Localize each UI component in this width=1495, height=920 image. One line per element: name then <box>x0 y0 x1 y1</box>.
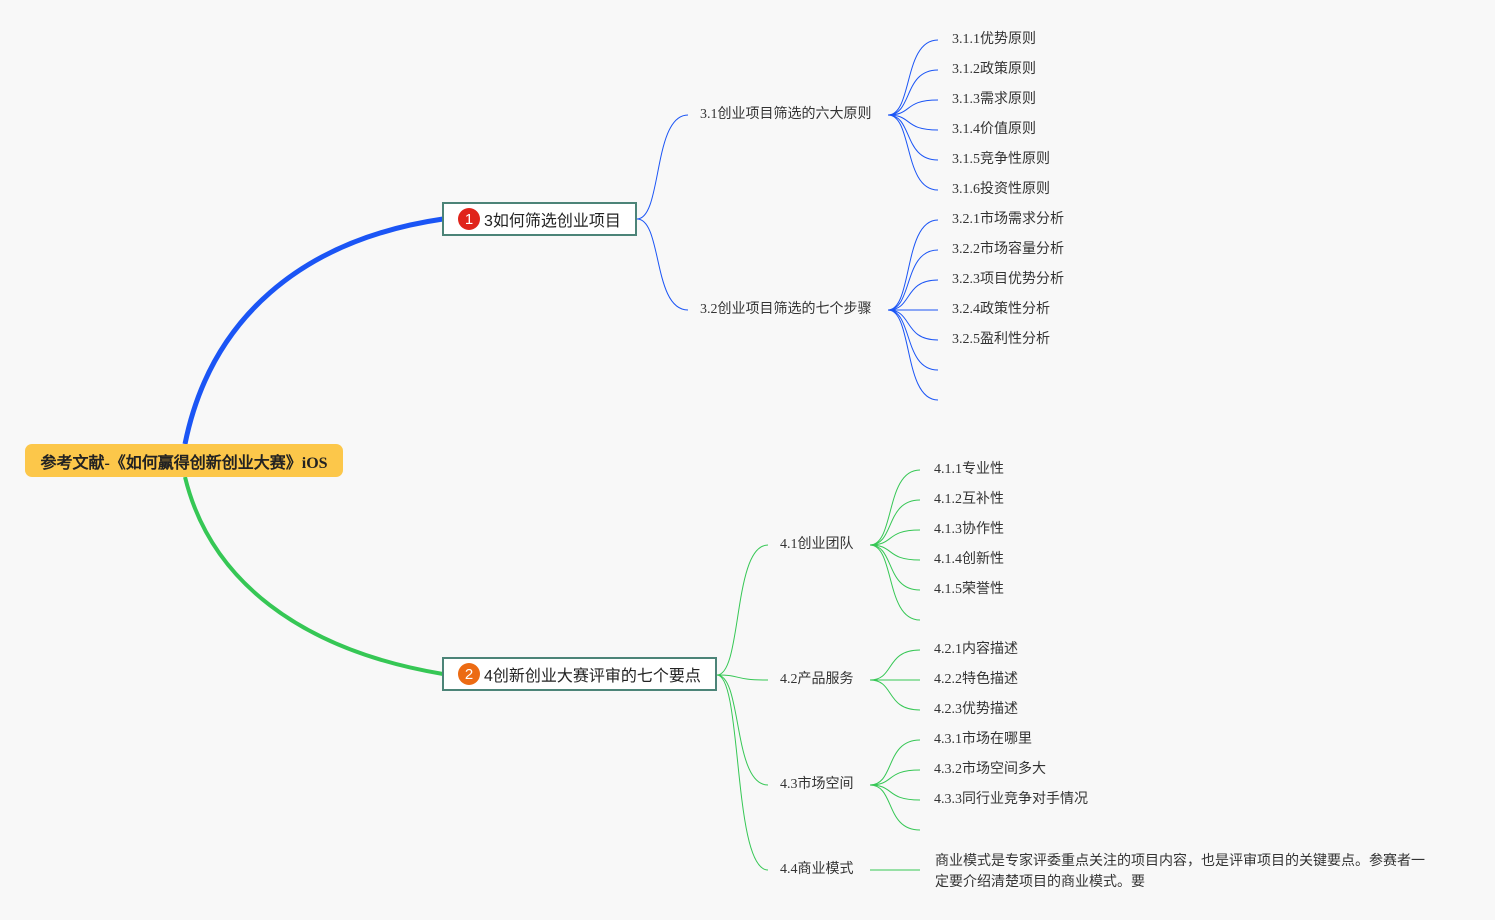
branch-topic-3[interactable]: 1 3如何筛选创业项目 <box>442 202 637 236</box>
leaf-line-4-2-1 <box>869 649 921 681</box>
leaf-4-2-3[interactable]: 4.2.3优势描述 <box>934 702 1018 717</box>
leaf-4-1-5[interactable]: 4.1.5荣誉性 <box>934 582 1004 597</box>
leaf-line-3-2-7 <box>887 309 939 401</box>
leaf-line-4-1-6 <box>869 544 921 621</box>
root-to-branch1-line <box>182 216 444 445</box>
leaf-line-3-2-6 <box>887 309 939 371</box>
leaf-4-3-3[interactable]: 4.3.3同行业竞争对手情况 <box>934 792 1088 807</box>
leaf-line-3-2-3 <box>887 279 939 311</box>
leaf-line-4-3-3 <box>869 784 921 801</box>
sub-topic-4-1[interactable]: 4.1创业团队 <box>780 537 854 552</box>
leaf-4-1-2[interactable]: 4.1.2互补性 <box>934 492 1004 507</box>
leaf-4-3-1[interactable]: 4.3.1市场在哪里 <box>934 732 1032 747</box>
leaf-3-2-4[interactable]: 3.2.4政策性分析 <box>952 302 1050 317</box>
leaf-line-4-1-1 <box>869 469 921 546</box>
leaf-line-4-3-1 <box>869 739 921 786</box>
leaf-line-4-1-4 <box>869 544 921 561</box>
leaf-line-4-2-3 <box>869 679 921 711</box>
branch-4-sub-line-2 <box>716 674 769 681</box>
branch-3-sub-line-2 <box>636 218 689 311</box>
branch-topic-4[interactable]: 2 4创新创业大赛评审的七个要点 <box>442 657 717 691</box>
leaf-4-2-1[interactable]: 4.2.1内容描述 <box>934 642 1018 657</box>
leaf-4-2-2[interactable]: 4.2.2特色描述 <box>934 672 1018 687</box>
root-topic-label: 参考文献-《如何赢得创新创业大赛》iOS <box>40 454 328 472</box>
branch-4-sub-line-4 <box>716 674 769 871</box>
sub-topic-4-4[interactable]: 4.4商业模式 <box>780 862 854 877</box>
sub-topic-3-2[interactable]: 3.2创业项目筛选的七个步骤 <box>700 302 872 317</box>
leaf-line-3-2-2 <box>887 249 939 311</box>
leaf-4-4-1-note[interactable]: 商业模式是专家评委重点关注的项目内容，也是评审项目的关键要点。参赛者一定要介绍清… <box>935 854 1425 890</box>
leaf-line-3-1-5 <box>887 114 939 161</box>
branch-topic-4-label: 4创新创业大赛评审的七个要点 <box>484 668 701 685</box>
leaf-line-3-2-5 <box>887 309 939 341</box>
sub-topic-3-1[interactable]: 3.1创业项目筛选的六大原则 <box>700 107 872 122</box>
priority-2-icon: 2 <box>458 663 480 685</box>
leaf-4-1-1[interactable]: 4.1.1专业性 <box>934 462 1004 477</box>
leaf-line-4-3-2 <box>869 769 921 786</box>
leaf-line-4-3-4 <box>869 784 921 831</box>
leaf-line-4-1-3 <box>869 529 921 546</box>
leaf-3-2-2[interactable]: 3.2.2市场容量分析 <box>952 242 1064 257</box>
leaf-3-1-5[interactable]: 3.1.5竞争性原则 <box>952 152 1050 167</box>
branch-4-sub-line-3 <box>716 674 769 786</box>
leaf-3-1-1[interactable]: 3.1.1优势原则 <box>952 32 1036 47</box>
branch-4-sub-line-1 <box>716 544 769 676</box>
leaf-line-4-1-2 <box>869 499 921 546</box>
sub-topic-4-3[interactable]: 4.3市场空间 <box>780 777 854 792</box>
leaf-3-1-3[interactable]: 3.1.3需求原则 <box>952 92 1036 107</box>
leaf-3-1-2[interactable]: 3.1.2政策原则 <box>952 62 1036 77</box>
leaf-3-2-5[interactable]: 3.2.5盈利性分析 <box>952 332 1050 347</box>
leaf-line-3-1-3 <box>887 99 939 116</box>
leaf-4-1-4[interactable]: 4.1.4创新性 <box>934 552 1004 567</box>
leaf-line-3-1-1 <box>887 39 939 116</box>
leaf-line-3-1-2 <box>887 69 939 116</box>
leaf-3-2-3[interactable]: 3.2.3项目优势分析 <box>952 272 1064 287</box>
leaf-line-3-1-4 <box>887 114 939 131</box>
leaf-3-2-1[interactable]: 3.2.1市场需求分析 <box>952 212 1064 227</box>
priority-1-icon: 1 <box>458 208 480 230</box>
root-to-branch2-line <box>183 476 444 676</box>
root-topic[interactable]: 参考文献-《如何赢得创新创业大赛》iOS <box>25 444 343 477</box>
leaf-line-3-1-6 <box>887 114 939 191</box>
branch-3-sub-line-1 <box>636 114 689 220</box>
leaf-3-1-6[interactable]: 3.1.6投资性原则 <box>952 182 1050 197</box>
leaf-line-4-1-5 <box>869 544 921 591</box>
leaf-line-3-2-1 <box>887 219 939 311</box>
leaf-4-3-2[interactable]: 4.3.2市场空间多大 <box>934 762 1046 777</box>
sub-topic-4-2[interactable]: 4.2产品服务 <box>780 672 854 687</box>
leaf-3-1-4[interactable]: 3.1.4价值原则 <box>952 122 1036 137</box>
leaf-4-1-3[interactable]: 4.1.3协作性 <box>934 522 1004 537</box>
branch-topic-3-label: 3如何筛选创业项目 <box>484 213 621 230</box>
